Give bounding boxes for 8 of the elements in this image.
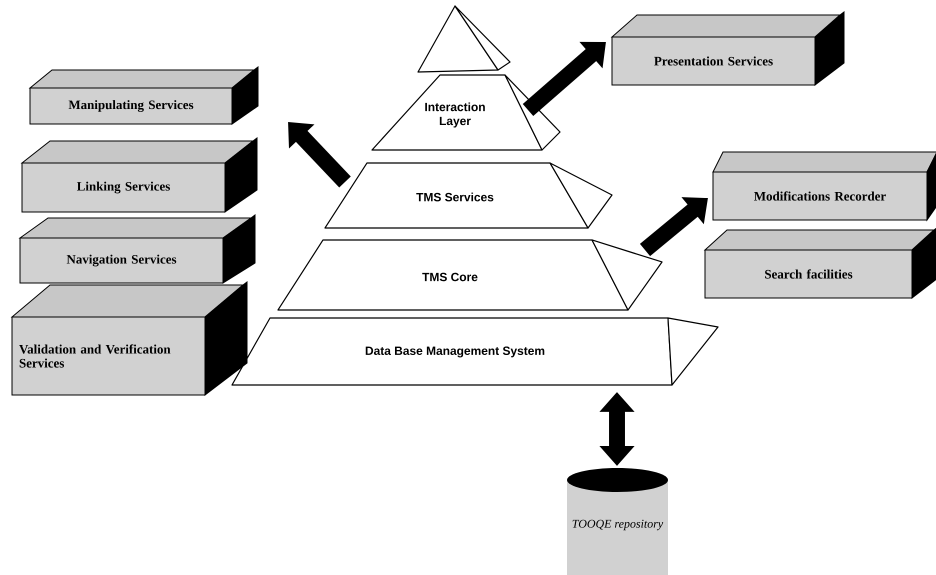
pyramid-layer: TMS Services	[324, 162, 613, 229]
block-arrow	[640, 197, 708, 256]
pyramid-layer: Data Base Management System	[231, 317, 719, 386]
pyramid-layer: Interaction Layer	[371, 74, 561, 151]
pyramid-apex	[417, 5, 511, 73]
pyramid-layer: TMS Core	[277, 239, 663, 311]
database-cylinder: TOOQE repository	[567, 468, 668, 575]
block-arrow	[288, 122, 351, 188]
